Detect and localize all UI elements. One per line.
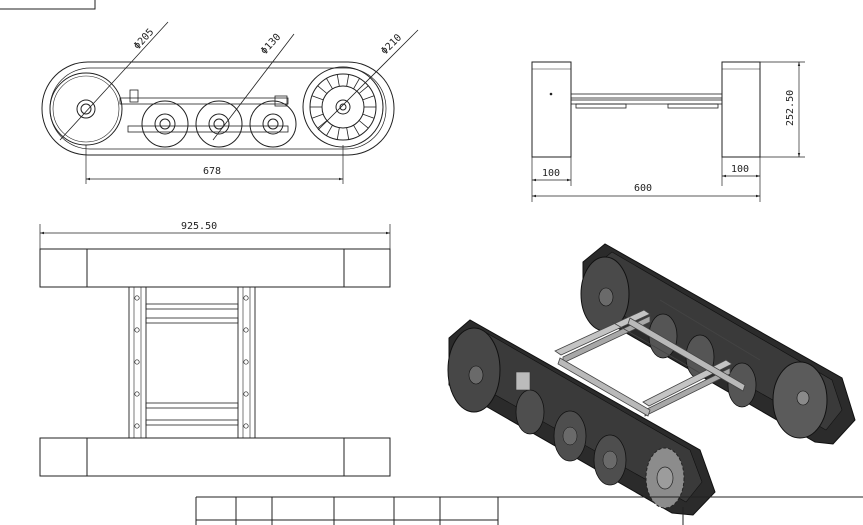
dim-right-track-width: 100 (731, 164, 749, 175)
sprocket-tooth (336, 127, 340, 140)
sprocket-tooth (358, 120, 369, 129)
title-block-corner (0, 0, 96, 10)
sprocket-tooth (362, 113, 375, 119)
sprocket-tooth (326, 78, 333, 90)
road-wheel (249, 100, 297, 148)
sprocket-tooth (346, 127, 350, 140)
sprocket-tooth (358, 85, 369, 94)
road-wheel (195, 100, 243, 148)
iso-frame (554, 299, 761, 417)
dim-sprocket-dia: Φ210 (379, 32, 404, 57)
sprocket-tooth (353, 124, 360, 136)
sprocket (302, 66, 384, 148)
sprocket-tooth (346, 74, 350, 87)
dim-wheelbase: 678 (203, 166, 221, 177)
dim-height: 252.50 (785, 90, 796, 126)
iso-track-far (580, 243, 856, 445)
dim-track-gauge: 600 (634, 183, 652, 194)
parts-table-fragment (195, 496, 863, 525)
sprocket-tooth (362, 95, 375, 101)
dim-left-track-width: 100 (542, 168, 560, 179)
dim-total-length: 925.50 (181, 221, 217, 232)
iso-track-near (447, 319, 716, 516)
sprocket-tooth (311, 113, 324, 119)
side-view (41, 21, 419, 184)
sprocket-tooth (326, 124, 333, 136)
front-view (531, 61, 805, 202)
isometric-view (447, 243, 856, 516)
sprocket-tooth (311, 95, 324, 101)
sprocket-tooth (336, 74, 340, 87)
sprocket-tooth (317, 85, 328, 94)
road-wheel (141, 100, 189, 148)
top-view (39, 224, 391, 477)
sprocket-tooth (317, 120, 328, 129)
sprocket-tooth (353, 78, 360, 90)
